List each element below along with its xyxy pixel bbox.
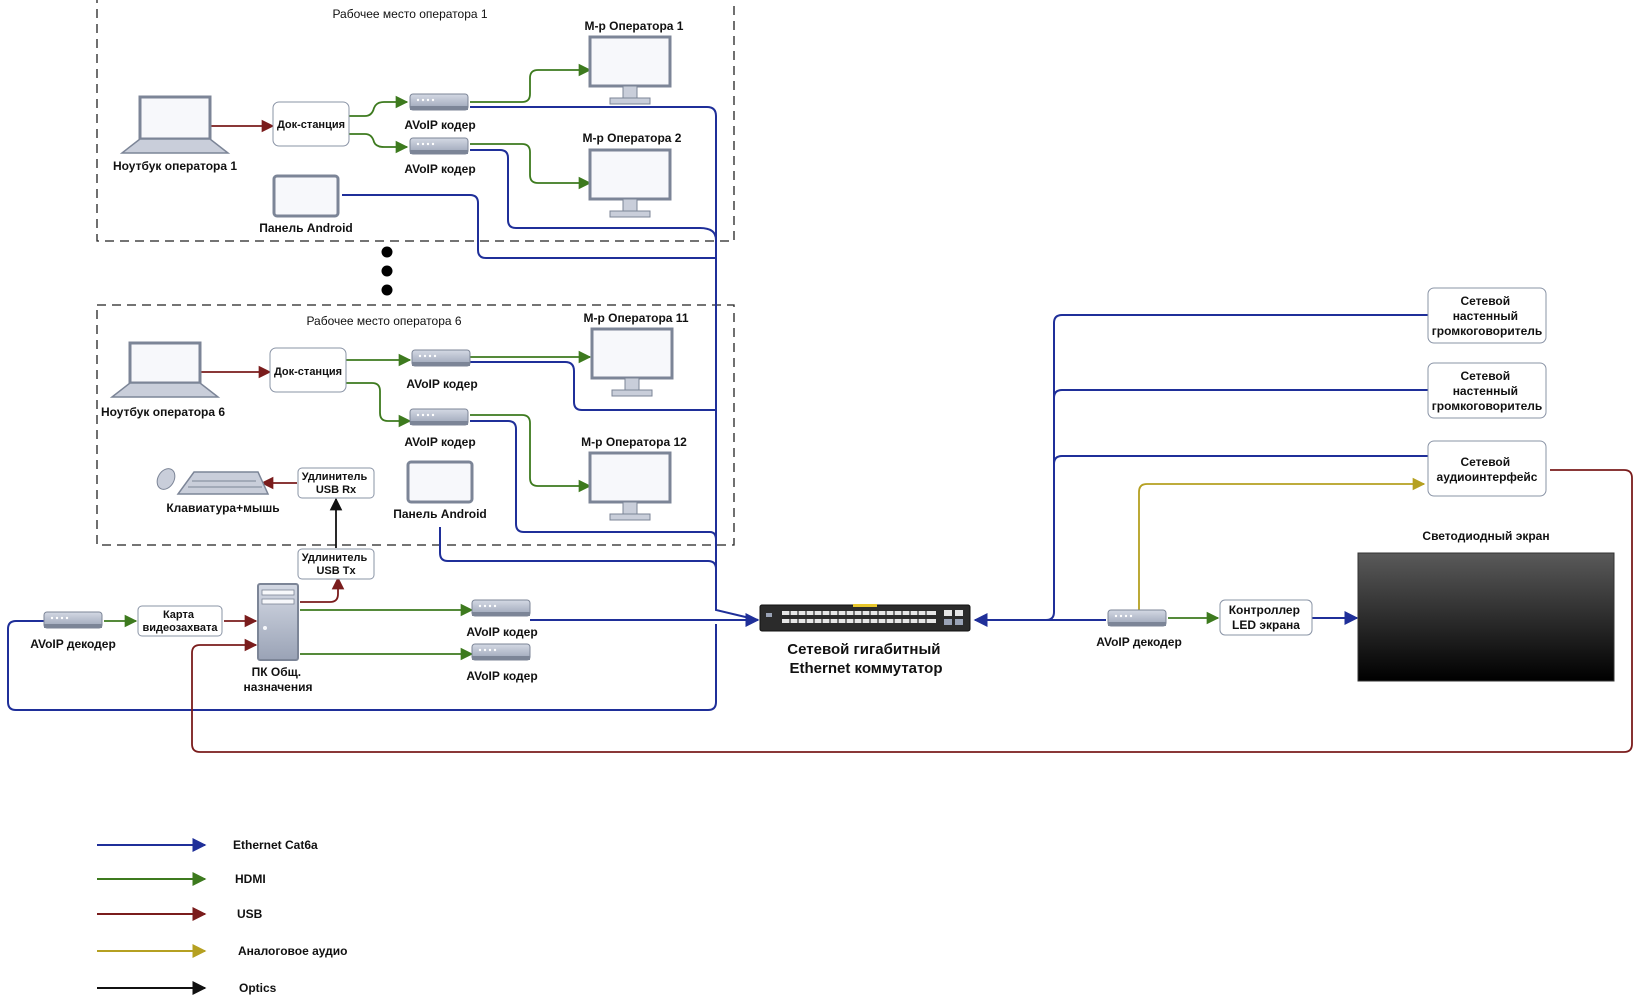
- legend: Ethernet Cat6a HDMI USB Аналоговое аудио…: [97, 838, 347, 995]
- monitor-12: [588, 451, 672, 521]
- avoip-encoder-1: [409, 93, 469, 111]
- android-panel-1-label: Панель Android: [259, 221, 353, 235]
- monitor-11: [590, 327, 674, 397]
- avoip-decoder-left: [43, 611, 103, 629]
- network-speaker-1: [1427, 287, 1547, 344]
- pc-tower-icon: [257, 583, 299, 661]
- network-speaker-1-label: Сетевой настенный громкоговоритель: [1432, 294, 1543, 338]
- avoip-decoder-right: [1107, 609, 1167, 627]
- avoip-encoder-2-label: AVoIP кодер: [404, 162, 475, 176]
- workstation-1-title: Рабочее место оператора 1: [332, 7, 487, 21]
- laptop-6-icon: [109, 341, 221, 398]
- avoip-decoder-right-label: AVoIP декодер: [1096, 635, 1182, 649]
- avoip-encoder-1-label: AVoIP кодер: [404, 118, 475, 132]
- usb-links: [191, 119, 1633, 753]
- avoip-encoder-pc-1-label: AVoIP кодер: [466, 625, 537, 639]
- workstation-6-zone: [96, 304, 735, 546]
- avoip-decoder-left-label: AVoIP декодер: [30, 637, 116, 651]
- laptop-1-icon: [119, 95, 231, 154]
- avoip-encoder-2: [409, 137, 469, 155]
- usb-extender-tx-label: Удлинитель USB Tx: [302, 552, 371, 577]
- android-panel-6-label: Панель Android: [393, 507, 487, 521]
- workstation-6-title: Рабочее место оператора 6: [306, 314, 461, 328]
- usb-extender-tx: [297, 548, 375, 580]
- workstation-1-zone: [96, 0, 735, 242]
- network-speaker-2-label: Сетевой настенный громкоговоритель: [1432, 369, 1543, 413]
- monitor-11-label: М-р Оператора 11: [584, 311, 689, 325]
- led-controller: [1219, 599, 1313, 636]
- keyboard-mouse-icon: [156, 468, 270, 495]
- led-screen-label: Светодиодный экран: [1422, 529, 1549, 543]
- avoip-encoder-12-label: AVoIP кодер: [404, 435, 475, 449]
- avoip-encoder-11-label: AVoIP кодер: [406, 377, 477, 391]
- ethernet-switch-label: Сетевой гигабитный Ethernet коммутатор: [787, 641, 944, 677]
- avoip-encoder-12: [409, 408, 469, 426]
- keyboard-mouse-label: Клавиатура+мышь: [166, 501, 279, 515]
- dock-station-6-label: Док-станция: [274, 366, 342, 378]
- laptop-1-label: Ноутбук оператора 1: [113, 159, 237, 173]
- usb-extender-rx: [297, 467, 375, 499]
- audio-links: [1138, 477, 1426, 610]
- legend-label-usb: USB: [237, 907, 263, 921]
- hdmi-links: [104, 63, 1220, 661]
- legend-label-ethernet: Ethernet Cat6a: [233, 838, 318, 852]
- network-speaker-2: [1427, 362, 1547, 419]
- monitor-1-label: М-р Оператора 1: [585, 19, 684, 33]
- dock-station-1-label: Док-станция: [277, 119, 345, 131]
- capture-card-label: Карта видеозахвата: [143, 609, 219, 634]
- usb-extender-rx-label: Удлинитель USB Rx: [302, 471, 371, 496]
- monitor-1: [588, 35, 672, 105]
- led-controller-label: Контроллер LED экрана: [1229, 603, 1304, 632]
- legend-label-audio: Аналоговое аудио: [238, 944, 347, 958]
- monitor-2: [588, 148, 672, 218]
- led-screen: [1357, 552, 1615, 682]
- avoip-encoder-pc-2: [471, 643, 531, 661]
- legend-label-optics: Optics: [239, 981, 277, 995]
- ethernet-switch-icon: [759, 604, 971, 632]
- monitor-2-label: М-р Оператора 2: [583, 131, 682, 145]
- dock-station-1: [272, 101, 350, 147]
- android-panel-1-icon: [272, 174, 340, 218]
- avoip-encoder-pc-1: [471, 599, 531, 617]
- dock-station-6: [269, 347, 347, 393]
- capture-card: [137, 605, 223, 637]
- pc-label: ПК Общ. назначения: [244, 665, 313, 694]
- ellipsis-dots: [381, 246, 393, 296]
- android-panel-6-icon: [406, 460, 474, 504]
- legend-label-hdmi: HDMI: [235, 872, 266, 886]
- network-audio-interface: [1427, 440, 1547, 497]
- laptop-6-label: Ноутбук оператора 6: [101, 405, 225, 419]
- monitor-12-label: М-р Оператора 12: [581, 435, 687, 449]
- avoip-encoder-pc-2-label: AVoIP кодер: [466, 669, 537, 683]
- ethernet-links: [7, 106, 1428, 711]
- network-audio-interface-label: Сетевой аудиоинтерфейс: [1437, 455, 1538, 484]
- avoip-encoder-11: [411, 349, 471, 367]
